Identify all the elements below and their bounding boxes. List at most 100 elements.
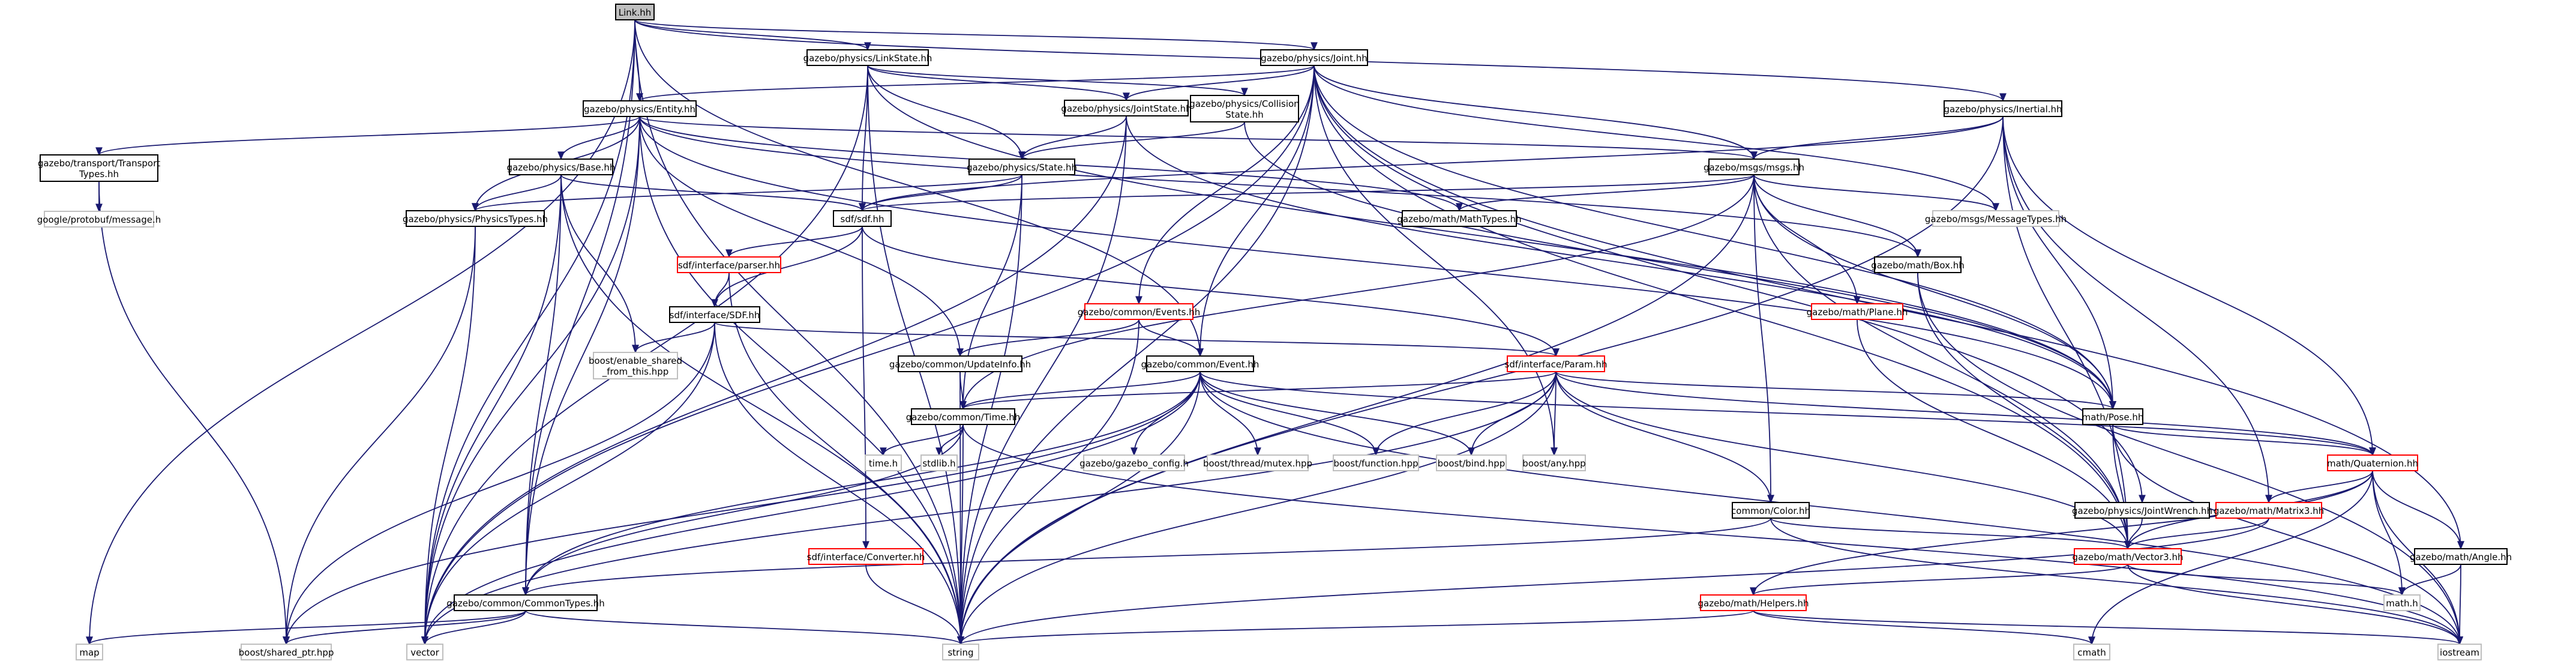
- edge-collisionstate-to-pose: [1244, 121, 2116, 410]
- node-vector3[interactable]: gazebo/math/Vector3.hh: [2073, 548, 2184, 565]
- node-color[interactable]: common/Color.hh: [1731, 502, 1810, 519]
- node-function: boost/function.hpp: [1333, 454, 1419, 471]
- node-box: [1811, 303, 1903, 320]
- edge-arrowhead: [632, 345, 639, 354]
- node-box: [241, 644, 332, 660]
- edge-joint-to-messagetypes: [1314, 65, 1999, 212]
- node-jointstate[interactable]: gazebo/physics/JointState.hh: [1061, 100, 1192, 116]
- edge-joint-to-events: [1135, 65, 1315, 305]
- edge-arrowhead: [283, 636, 290, 645]
- edge-line: [1753, 470, 2373, 596]
- node-physicstypes[interactable]: gazebo/physics/PhysicsTypes.hh: [403, 210, 548, 227]
- edge-arrowhead: [95, 147, 103, 156]
- node-plane[interactable]: gazebo/math/Plane.hh: [1807, 303, 1908, 320]
- edge-line: [639, 65, 1315, 101]
- node-box: [1207, 454, 1309, 471]
- node-angle[interactable]: gazebo/math/Angle.hh: [2410, 548, 2512, 565]
- edge-joint-to-jointstate: [1123, 65, 1315, 101]
- edge-arrowhead: [711, 299, 718, 308]
- node-msgs[interactable]: gazebo/msgs/msgs.hh: [1704, 158, 1804, 175]
- node-mathtypes[interactable]: gazebo/math/MathTypes.hh: [1397, 210, 1522, 227]
- edge-arrowhead: [2088, 636, 2095, 645]
- node-label: gazebo/common/Time.hh: [906, 412, 1020, 423]
- edge-msgs-to-time: [959, 174, 1755, 410]
- edge-sdfsdf-to-parser: [725, 226, 863, 258]
- node-helpers[interactable]: gazebo/math/Helpers.hh: [1698, 594, 1809, 611]
- edge-param-to-bind: [1468, 371, 1557, 456]
- edge-line: [639, 116, 961, 645]
- node-inertial[interactable]: gazebo/physics/Inertial.hh: [1944, 100, 2062, 117]
- node-label: vector: [410, 647, 439, 658]
- node-joint[interactable]: gazebo/physics/Joint.hh: [1260, 49, 1368, 66]
- edge-arrowhead: [2457, 541, 2464, 550]
- node-jointwrench[interactable]: gazebo/physics/JointWrench.hh: [2072, 502, 2212, 519]
- edge-arrowhead: [1552, 348, 1560, 357]
- node-box: [2215, 502, 2322, 519]
- node-box: [1700, 594, 1807, 611]
- edge-jointstate-to-pose: [1126, 115, 2116, 410]
- node-state[interactable]: gazebo/physics/State.hh: [967, 158, 1077, 175]
- node-converter[interactable]: sdf/interface/Converter.hh: [807, 548, 925, 565]
- edge-line: [424, 610, 526, 645]
- edge-line: [962, 174, 1022, 409]
- node-label: math/Quaternion.hh: [2327, 458, 2418, 469]
- node-linkstate[interactable]: gazebo/physics/LinkState.hh: [803, 49, 932, 66]
- edge-line: [1021, 121, 1245, 160]
- node-events[interactable]: gazebo/common/Events.hh: [1078, 303, 1201, 320]
- node-link[interactable]: Link.hh: [615, 4, 655, 20]
- edge-line: [1314, 65, 2113, 409]
- edge-line: [962, 371, 1557, 409]
- edge-line: [1554, 371, 1557, 456]
- node-label: Types.hh: [79, 169, 119, 180]
- node-sdfhh[interactable]: sdf/interface/SDF.hh: [669, 306, 760, 323]
- edge-line: [862, 116, 2004, 211]
- node-event[interactable]: gazebo/common/Event.hh: [1141, 355, 1259, 372]
- node-pose[interactable]: math/Pose.hh: [2082, 408, 2144, 425]
- edge-event-to-mutex: [1199, 371, 1261, 456]
- edge-line: [960, 116, 2004, 645]
- node-base[interactable]: gazebo/physics/Base.hh: [507, 158, 616, 175]
- edge-line: [1753, 564, 2128, 596]
- node-sdfsdf[interactable]: sdf/sdf.hh: [833, 210, 892, 227]
- edge-arrowhead: [2369, 447, 2376, 456]
- node-commontypes[interactable]: gazebo/common/CommonTypes.hh: [446, 594, 605, 611]
- node-updateinfo[interactable]: gazebo/common/UpdateInfo.hh: [889, 355, 1031, 372]
- node-label: gazebo/math/Vector3.hh: [2073, 552, 2184, 563]
- node-matrix3[interactable]: gazebo/math/Matrix3.hh: [2214, 502, 2324, 519]
- node-mathbox[interactable]: gazebo/math/Box.hh: [1871, 256, 1965, 273]
- edge-angle-to-iostream: [2456, 564, 2463, 645]
- node-quaternion[interactable]: math/Quaternion.hh: [2327, 454, 2418, 471]
- node-entity[interactable]: gazebo/physics/Entity.hh: [583, 100, 697, 117]
- edge-arrowhead: [935, 447, 943, 456]
- node-box: [677, 256, 781, 273]
- node-param[interactable]: sdf/interface/Param.hh: [1505, 355, 1608, 372]
- node-label: gazebo/math/Angle.hh: [2410, 552, 2512, 563]
- edge-arrowhead: [1750, 587, 1757, 596]
- edge-arrowhead: [2124, 541, 2131, 550]
- edge-quaternion-to-angle: [2372, 470, 2464, 550]
- node-label: gazebo/math/Helpers.hh: [1698, 598, 1809, 609]
- node-box: [865, 454, 902, 471]
- edge-msgs-to-sdfsdf: [859, 174, 1755, 212]
- edge-inertial-to-msgs: [1750, 116, 2004, 160]
- node-label: boost/enable_shared: [589, 355, 682, 367]
- edge-line: [1199, 371, 2373, 456]
- node-label: gazebo/physics/LinkState.hh: [803, 53, 932, 64]
- edge-line: [960, 518, 2269, 645]
- node-label: gazebo/math/Plane.hh: [1807, 307, 1908, 318]
- edge-line: [728, 226, 863, 258]
- node-parser[interactable]: sdf/interface/parser.hh: [677, 256, 781, 273]
- edge-sdfhh-to-param: [714, 322, 1560, 357]
- node-label: cmath: [2077, 647, 2106, 658]
- edge-time-to-timeh: [880, 424, 964, 456]
- edge-line: [960, 371, 1557, 645]
- edge-line: [1555, 371, 1771, 503]
- edge-line: [960, 319, 1139, 645]
- edge-inertial-to-pose: [2002, 116, 2116, 410]
- node-time[interactable]: gazebo/common/Time.hh: [906, 408, 1020, 425]
- edge-arrowhead: [636, 93, 643, 102]
- node-bind: boost/bind.hpp: [1436, 454, 1507, 471]
- edge-line: [639, 116, 1755, 160]
